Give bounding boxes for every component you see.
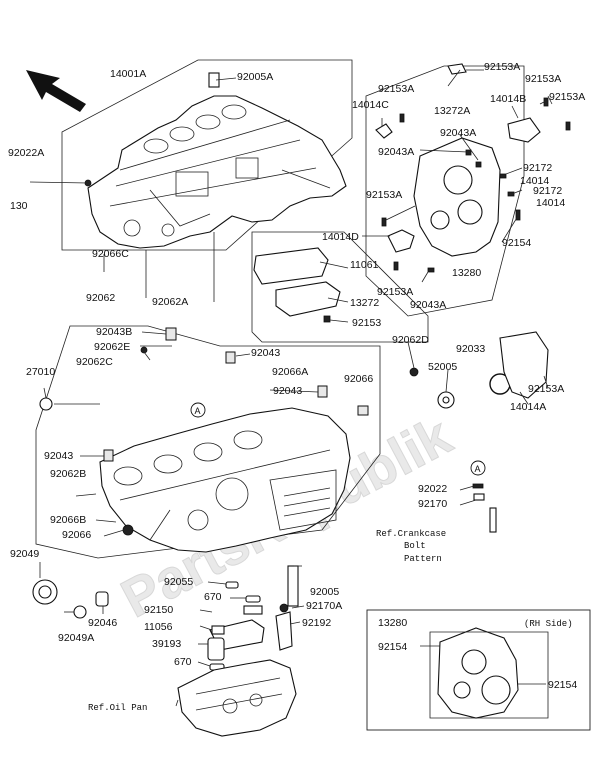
label-11056: 11056 <box>144 621 173 633</box>
label-92154-2: 92154 <box>378 641 407 653</box>
label-92066-1: 92066 <box>344 373 373 385</box>
label-13280-1: 13280 <box>452 267 481 279</box>
label-14014B: 14014B <box>490 93 526 105</box>
rh-side-inset-box <box>366 609 591 731</box>
label-92153A-2: 92153A <box>378 83 414 95</box>
right-side-cover-part <box>365 63 571 317</box>
label-92046: 92046 <box>88 617 117 629</box>
label-92022: 92022 <box>418 483 447 495</box>
label-92055: 92055 <box>164 576 193 588</box>
label-92153A-6: 92153A <box>377 286 413 298</box>
label-92153: 92153 <box>352 317 381 329</box>
label-92043-1: 92043 <box>251 347 280 359</box>
label-92062D: 92062D <box>392 334 429 346</box>
front-direction-arrow-icon <box>26 70 86 112</box>
label-92154-3: 92154 <box>548 679 577 691</box>
label-92153A-4: 92153A <box>549 91 585 103</box>
label-14001A: 14001A <box>110 68 146 80</box>
label-92043-3: 92043 <box>44 450 73 462</box>
ref-circle-a-2: A <box>470 460 486 476</box>
label-92049A: 92049A <box>58 632 94 644</box>
label-14014-2: 14014 <box>536 197 565 209</box>
label-92043A-1: 92043A <box>440 127 476 139</box>
label-92066-2: 92066 <box>62 529 91 541</box>
label-39193: 39193 <box>152 638 181 650</box>
oil-pipe-part <box>207 565 299 671</box>
label-130: 130 <box>10 200 28 212</box>
label-92062E: 92062E <box>94 341 130 353</box>
label-92153A-5: 92153A <box>366 189 402 201</box>
crankcase-bolt-part <box>472 483 497 533</box>
label-92005A: 92005A <box>237 71 273 83</box>
label-92033: 92033 <box>456 343 485 355</box>
label-13280-2: 13280 <box>378 617 407 629</box>
label-92043B: 92043B <box>96 326 132 338</box>
label-92062A: 92062A <box>152 296 188 308</box>
oil-pan-part <box>177 659 297 737</box>
label-92066B: 92066B <box>50 514 86 526</box>
label-670-1: 670 <box>204 591 222 603</box>
label-92043A-2: 92043A <box>378 146 414 158</box>
label-92066C: 92066C <box>92 248 129 260</box>
crankcase-bolt-note-line1: Ref.Crankcase <box>376 529 446 539</box>
label-92172-1: 92172 <box>523 162 552 174</box>
label-92192: 92192 <box>302 617 331 629</box>
label-13272A: 13272A <box>434 105 470 117</box>
label-92066A: 92066A <box>272 366 308 378</box>
label-52005: 52005 <box>428 361 457 373</box>
crankcase-bolt-note-line3: Pattern <box>404 554 442 564</box>
label-92154-1: 92154 <box>502 237 531 249</box>
ref-a-label-1: A <box>195 406 201 416</box>
label-92062C: 92062C <box>76 356 113 368</box>
oil-seal-part <box>32 579 109 619</box>
label-92043-2: 92043 <box>273 385 302 397</box>
crankcase-bolt-note-line2: Bolt <box>404 541 426 551</box>
label-92062: 92062 <box>86 292 115 304</box>
reference-notes: Ref.Crankcase Bolt Pattern Ref.Oil Pan (… <box>88 529 573 713</box>
label-92153A-1: 92153A <box>484 61 520 73</box>
label-92005: 92005 <box>310 586 339 598</box>
label-92153A-3: 92153A <box>525 73 561 85</box>
label-13272: 13272 <box>350 297 379 309</box>
label-92172-2: 92172 <box>533 185 562 197</box>
label-92043A-3: 92043A <box>410 299 446 311</box>
part-labels: 14001A 92005A 92022A 130 92066C 92062 92… <box>8 61 585 691</box>
breather-cover-part <box>251 231 429 343</box>
bearing-part <box>437 331 549 409</box>
label-92170: 92170 <box>418 498 447 510</box>
label-92062B: 92062B <box>50 468 86 480</box>
label-14014D: 14014D <box>322 231 359 243</box>
label-92022A: 92022A <box>8 147 44 159</box>
ref-circle-a-1: A <box>190 402 206 418</box>
oil-pan-note: Ref.Oil Pan <box>88 703 147 713</box>
label-14014C: 14014C <box>352 99 389 111</box>
lower-crankcase-part <box>35 325 419 559</box>
rh-side-note: (RH Side) <box>524 619 573 629</box>
label-92153A-7: 92153A <box>528 383 564 395</box>
label-92049: 92049 <box>10 548 39 560</box>
label-670-2: 670 <box>174 656 192 668</box>
label-92170A: 92170A <box>306 600 342 612</box>
label-11061: 11061 <box>350 259 379 271</box>
label-14014A: 14014A <box>510 401 546 413</box>
label-27010: 27010 <box>26 366 55 378</box>
label-14014-1: 14014 <box>520 175 549 187</box>
ref-a-label-2: A <box>475 464 481 474</box>
label-92150: 92150 <box>144 604 173 616</box>
leader-lines <box>29 69 553 707</box>
upper-crankcase-part <box>61 59 353 251</box>
